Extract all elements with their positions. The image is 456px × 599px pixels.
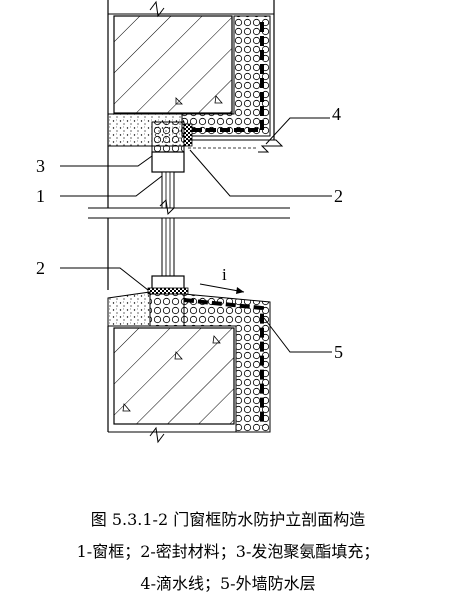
upper-wall [107, 0, 284, 155]
upper-concrete-block [113, 15, 233, 114]
lower-seal [147, 287, 189, 295]
callout-2-upper: 2 [334, 186, 343, 206]
figure-caption-legend-1: 1-窗框；2-密封材料；3-发泡聚氨酯填充； [76, 542, 380, 561]
lower-foam-fill [149, 293, 185, 327]
window-frame [88, 151, 290, 293]
callout-3: 3 [36, 156, 45, 176]
slope-label: i [222, 265, 227, 284]
figure-caption-legend-2: 4-滴水线；5-外墙防水层 [140, 574, 316, 593]
figure-caption-title: 图 5.3.1-2 门窗框防水防护立剖面构造 [90, 510, 366, 529]
upper-waterproof-layer [184, 22, 264, 132]
upper-seal [183, 123, 193, 147]
drip-groove [188, 139, 284, 153]
leader-lines [60, 117, 332, 353]
lower-concrete-block [113, 327, 235, 425]
callout-4: 4 [332, 104, 341, 124]
upper-foam-fill [151, 121, 185, 153]
lower-mortar-band [107, 291, 151, 327]
lower-wall [107, 283, 271, 444]
callout-2-lower: 2 [36, 258, 45, 278]
callout-1: 1 [36, 186, 45, 206]
lower-waterproof-layer [183, 298, 264, 426]
callout-5: 5 [334, 342, 343, 362]
